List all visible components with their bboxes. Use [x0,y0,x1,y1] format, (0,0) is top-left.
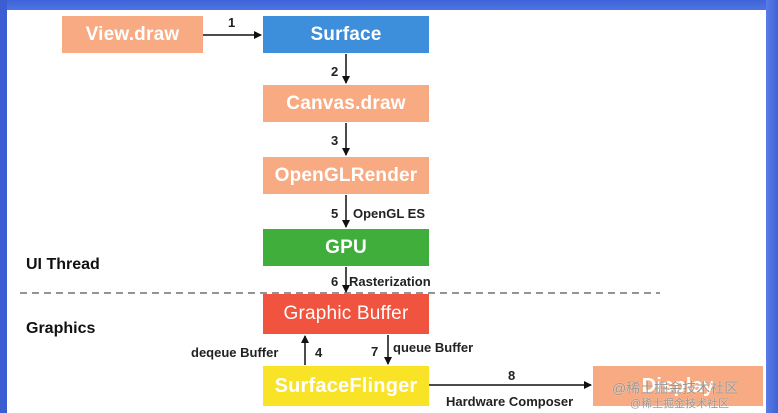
edge-4-number: 4 [315,345,323,360]
node-gpu-label: GPU [325,236,367,258]
node-surface: Surface [263,16,429,53]
edge-5-number: 5 [331,206,339,221]
edge-1-number: 1 [228,15,236,30]
node-view-draw-label: View.draw [85,23,180,45]
section-graphics: Graphics [26,320,96,337]
edge-8-number: 8 [508,368,516,383]
edge-6-label: Rasterization [349,274,431,289]
edge-5-label: OpenGL ES [353,206,425,221]
frame-top-bar [0,0,778,10]
frame-right-bar [766,0,778,413]
node-gpu: GPU [263,229,429,266]
edge-7-number: 7 [371,344,379,359]
node-graphic-buffer-label: Graphic Buffer [283,303,409,324]
node-opengl-render: OpenGLRender [263,157,429,194]
node-display-label: Display [641,374,715,397]
watermark-line-2: @稀土掘金技术社区 [630,398,730,410]
section-ui-thread: UI Thread [26,256,100,273]
edge-3-number: 3 [331,133,339,148]
node-opengl-render-label: OpenGLRender [274,164,418,186]
node-surface-flinger: SurfaceFlinger [263,366,429,406]
watermark-line-1: @稀土掘金技术社区 [612,380,739,396]
edge-2-number: 2 [331,64,339,79]
frame-left-bar [0,0,7,413]
edge-4-label: deqeue Buffer [191,345,279,360]
node-display: Display [593,366,763,406]
edge-8-label: Hardware Composer [446,394,574,409]
node-graphic-buffer: Graphic Buffer [263,294,429,334]
edge-6-number: 6 [331,274,339,289]
edge-7-label: queue Buffer [393,340,474,355]
node-canvas-draw: Canvas.draw [263,85,429,122]
node-view-draw: View.draw [62,16,203,53]
diagram-canvas [7,10,766,413]
node-canvas-draw-label: Canvas.draw [286,92,406,114]
node-surface-label: Surface [310,23,382,45]
node-surface-flinger-label: SurfaceFlinger [274,374,418,397]
